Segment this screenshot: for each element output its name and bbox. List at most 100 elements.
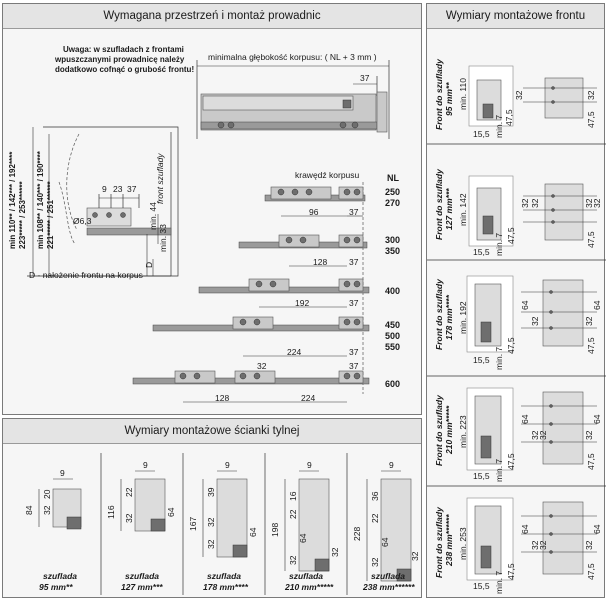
nl-500: 500 xyxy=(385,331,401,341)
nl-250: 250 xyxy=(385,187,401,197)
front-3-dim-32: 32 xyxy=(530,316,540,326)
dim-224b: 224 xyxy=(301,393,316,403)
front-3-dim-155: 15,5 xyxy=(473,355,490,365)
back-4-dim-16: 16 xyxy=(288,491,298,501)
rail-600 xyxy=(132,370,370,403)
front-4-dim-64: 64 xyxy=(520,414,530,424)
front-1-rdim-475: 47,5 xyxy=(586,111,596,128)
front-row-2-sketch xyxy=(468,175,597,247)
main-panel-title: Wymagana przestrzeń i montaż prowadnic xyxy=(3,4,421,29)
dim-37e: 37 xyxy=(349,361,359,371)
front-5-dim-64: 64 xyxy=(520,524,530,534)
note-line-1: Uwaga: w szufladach z frontami xyxy=(63,45,184,54)
front-4-dim-475: 47,5 xyxy=(506,453,516,470)
front-1-label-2: 95 mm** xyxy=(444,82,454,116)
back-panel: Wymiary montażowe ścianki tylnej xyxy=(2,418,422,598)
front-2-rdim-32b: 32 xyxy=(592,198,602,208)
back-item-5-sketch xyxy=(366,470,412,582)
nl-550: 550 xyxy=(385,342,401,352)
front-1-rdim-32: 32 xyxy=(586,90,596,100)
back-5-dim-64: 64 xyxy=(380,537,390,547)
front-3-label-2: 178 mm**** xyxy=(444,295,454,340)
back-1-dim-9: 9 xyxy=(60,468,65,478)
back-2-dim-32: 32 xyxy=(124,513,134,523)
d-letter: D xyxy=(144,261,154,268)
front-row-5-sketch xyxy=(466,497,597,581)
dim-37c: 37 xyxy=(349,298,359,308)
front-4-min: min. 223 xyxy=(458,415,468,448)
front-2-rdim-475: 47,5 xyxy=(586,231,596,248)
front-4-rdim-475: 47,5 xyxy=(586,453,596,470)
front-5-dim-32b: 32 xyxy=(538,540,548,550)
front-2-min: min. 142 xyxy=(458,193,468,226)
back-1-caption-1: szuflada xyxy=(43,571,78,581)
back-panel-title: Wymiary montażowe ścianki tylnej xyxy=(3,419,421,444)
dim-128b: 128 xyxy=(215,393,230,403)
dim-32: 32 xyxy=(257,361,267,371)
rail-450 xyxy=(152,316,370,357)
front-4-min7: min. 7 xyxy=(494,458,504,482)
phi-label: Ø6,3 xyxy=(73,216,92,226)
front-row-3-sketch xyxy=(466,275,597,353)
back-1-dim-32: 32 xyxy=(42,505,52,515)
back-3-dim-39: 39 xyxy=(206,487,216,497)
front-2-dim-155: 15,5 xyxy=(473,247,490,257)
nl-270: 270 xyxy=(385,198,401,208)
front-5-min: min. 253 xyxy=(458,527,468,560)
back-4-dim-9: 9 xyxy=(307,460,312,470)
front-2-dim-32b: 32 xyxy=(530,198,540,208)
back-3-dim-32a: 32 xyxy=(206,539,216,549)
front-3-rdim-32: 32 xyxy=(584,316,594,326)
back-4-caption-2: 210 mm***** xyxy=(285,582,334,592)
rail-300 xyxy=(238,234,368,267)
front-3-label-1: Front do szuflady xyxy=(434,279,444,350)
back-5-dim-36: 36 xyxy=(370,491,380,501)
krawedz-label: krawędź korpusu xyxy=(295,170,360,180)
back-1-dim-84: 84 xyxy=(24,505,34,515)
back-5-caption-1: szuflada xyxy=(371,571,406,581)
back-item-3-sketch xyxy=(202,470,248,558)
dim-37-top: 37 xyxy=(360,73,370,83)
front-1-dim-32: 32 xyxy=(514,90,524,100)
back-item-4-sketch xyxy=(284,470,330,572)
front-3-dim-475: 47,5 xyxy=(506,337,516,354)
hdim-23: 23 xyxy=(113,184,123,194)
main-panel: Wymagana przestrzeń i montaż prowadnic U… xyxy=(2,3,422,415)
nl-600: 600 xyxy=(385,379,401,389)
back-1-caption-2: 95 mm** xyxy=(39,582,73,592)
nl-400: 400 xyxy=(385,286,401,296)
front-4-rdim-32: 32 xyxy=(584,430,594,440)
front-3-rdim-64: 64 xyxy=(592,300,602,310)
front-row-4-sketch xyxy=(466,387,597,471)
back-3-caption-1: szuflada xyxy=(207,571,242,581)
back-item-1-sketch xyxy=(38,478,82,530)
dim-37d: 37 xyxy=(349,347,359,357)
back-2-dim-64: 64 xyxy=(166,507,176,517)
back-3-dim-32b: 32 xyxy=(206,517,216,527)
front-1-dim-475: 47,5 xyxy=(504,109,514,126)
back-item-2-sketch xyxy=(120,470,166,532)
back-3-dim-64: 64 xyxy=(248,527,258,537)
front-szuflady-label: front szuflady xyxy=(155,153,165,204)
back-1-dim-20: 20 xyxy=(42,489,52,499)
front-3-min7: min. 7 xyxy=(494,346,504,370)
note-line-2: wpuszczanymi prowadnicę należy xyxy=(55,55,185,64)
back-5-dim-228: 228 xyxy=(352,526,362,541)
dim-192: 192 xyxy=(295,298,310,308)
front-5-min7: min. 7 xyxy=(494,570,504,594)
nl-header: NL xyxy=(387,173,399,183)
min-depth-label: minimalna głębokość korpusu: ( NL + 3 mm… xyxy=(208,52,377,62)
front-4-label-2: 210 mm***** xyxy=(444,405,454,454)
front-1-min: min. 110 xyxy=(458,78,468,110)
front-drawing xyxy=(427,65,606,581)
dim-37b: 37 xyxy=(349,257,359,267)
min-vertical-4: 221***** / 251****** xyxy=(46,181,55,249)
back-3-dim-9: 9 xyxy=(225,460,230,470)
back-2-caption-1: szuflada xyxy=(125,571,160,581)
front-4-rdim-64: 64 xyxy=(592,414,602,424)
min33-label: min. 33 xyxy=(158,224,168,252)
back-4-dim-32b: 32 xyxy=(330,547,340,557)
front-2-label-1: Front do szuflady xyxy=(434,169,444,240)
nl-350: 350 xyxy=(385,246,401,256)
front-5-rdim-32: 32 xyxy=(584,540,594,550)
